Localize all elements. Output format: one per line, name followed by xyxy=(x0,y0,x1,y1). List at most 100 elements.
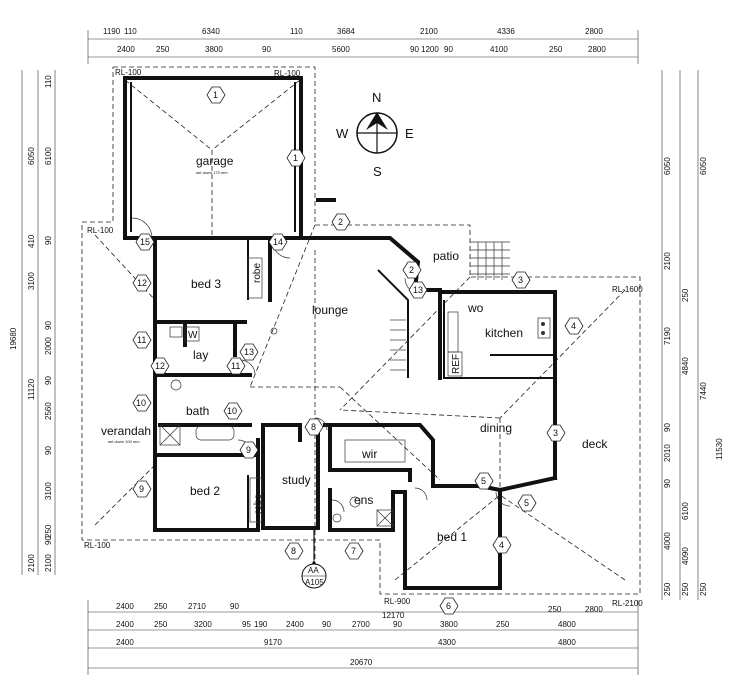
tag-11-lay: 11 xyxy=(226,357,246,375)
verandah-note: set down 100 mm xyxy=(108,439,140,444)
svg-text:9: 9 xyxy=(139,484,144,494)
dim-top-110b: 110 xyxy=(290,27,303,36)
svg-text:7: 7 xyxy=(351,546,356,556)
dining-label: dining xyxy=(480,421,512,435)
rl-bed1-left: RL-900 xyxy=(384,597,411,606)
fixtures xyxy=(159,198,551,527)
svg-text:6: 6 xyxy=(446,601,451,611)
dim-top2-250: 250 xyxy=(156,45,170,54)
dim-right2-11530: 11530 xyxy=(715,438,724,460)
dim-top-2800: 2800 xyxy=(585,27,603,36)
garage-note: set down 170 mm xyxy=(196,170,228,175)
svg-text:12: 12 xyxy=(155,361,165,371)
tag-9-left: 9 xyxy=(132,480,152,498)
dim-top-3684: 3684 xyxy=(337,27,355,36)
room-labels: garage set down 170 mm bed 3 robe lounge… xyxy=(101,154,608,544)
dim-right-4000: 4000 xyxy=(663,532,672,550)
svg-text:3: 3 xyxy=(553,428,558,438)
dim-bot2-190: 190 xyxy=(254,620,268,629)
tag-12-lay: 12 xyxy=(150,357,170,375)
compass-e: E xyxy=(405,126,414,141)
svg-text:10: 10 xyxy=(227,406,237,416)
dim-right-90b: 90 xyxy=(663,479,672,488)
meter-box xyxy=(316,198,336,202)
dim-left-6100: 6100 xyxy=(44,147,53,165)
kitchen-bench xyxy=(447,311,459,353)
internal-stairs xyxy=(390,319,406,371)
basin-ens xyxy=(349,496,361,508)
compass-w: W xyxy=(336,126,349,141)
dim-left-2100: 2100 xyxy=(27,554,36,572)
svg-text:12: 12 xyxy=(137,278,147,288)
north-compass: N S E W xyxy=(336,90,414,179)
bath-label: bath xyxy=(186,404,209,418)
bed3-label: bed 3 xyxy=(191,277,221,291)
svg-text:13: 13 xyxy=(244,347,254,357)
verandah-label: verandah xyxy=(101,424,151,438)
dim-top-4336: 4336 xyxy=(497,27,515,36)
svg-text:9: 9 xyxy=(246,445,251,455)
bed1-label: bed 1 xyxy=(437,530,467,544)
svg-text:4: 4 xyxy=(499,540,504,550)
wo-label: wo xyxy=(467,301,484,315)
dim-right-250b: 250 xyxy=(663,582,672,596)
refrigerator xyxy=(447,351,463,377)
dim-left-410: 410 xyxy=(27,234,36,248)
patio-stairs xyxy=(470,241,510,280)
deck-label: deck xyxy=(582,437,608,451)
svg-text:14: 14 xyxy=(273,237,283,247)
dim-bot1-12170: 12170 xyxy=(382,611,405,620)
wir-label: wir xyxy=(361,447,377,461)
roof-outline xyxy=(81,66,641,595)
robe-bed2-box xyxy=(249,477,263,523)
robe-bed2-label: robe xyxy=(253,494,264,514)
rl-verandah-bottom: RL-100 xyxy=(84,541,111,550)
svg-text:8: 8 xyxy=(291,546,296,556)
dim-top2-90: 90 xyxy=(262,45,271,54)
tag-1-top: 1 xyxy=(206,86,226,104)
dim-top2-90b: 90 xyxy=(410,45,419,54)
dim-left-6050: 6050 xyxy=(27,147,36,165)
dim-bot2-2400: 2400 xyxy=(116,620,134,629)
tag-9-bed2: 9 xyxy=(239,441,259,459)
dim-left-2000: 2000 xyxy=(44,337,53,355)
tag-14: 14 xyxy=(268,233,288,251)
dim-right2-250: 250 xyxy=(699,582,708,596)
tag-7: 7 xyxy=(344,542,364,560)
dim-bot1-2800: 2800 xyxy=(585,605,603,614)
tag-5-left: 5 xyxy=(474,472,494,490)
rl-deck-top: RL-1600 xyxy=(612,285,643,294)
dim-top2-90c: 90 xyxy=(444,45,453,54)
tag-13-lounge: 13 xyxy=(408,281,428,299)
dim-top2-4100: 4100 xyxy=(490,45,508,54)
dim-bot3-9170: 9170 xyxy=(264,638,282,647)
section-marker: AA A105 xyxy=(301,530,327,589)
dim-right-6100: 6100 xyxy=(681,502,690,520)
tag-3-deck: 3 xyxy=(546,424,566,442)
dim-bot3-2400: 2400 xyxy=(116,638,134,647)
dim-bot1-90: 90 xyxy=(230,602,239,611)
hob-dot-2 xyxy=(541,331,545,335)
svg-text:15: 15 xyxy=(140,237,150,247)
tag-8-study: 8 xyxy=(304,418,324,436)
dim-bot2-90: 90 xyxy=(322,620,331,629)
tag-4-bed1: 4 xyxy=(492,536,512,554)
bed2-label: bed 2 xyxy=(190,484,220,498)
dim-bot3-4300: 4300 xyxy=(438,638,456,647)
dim-right-250: 250 xyxy=(681,288,690,302)
dim-top2-2800: 2800 xyxy=(588,45,606,54)
dim-bot2-250: 250 xyxy=(154,620,168,629)
dim-left-250: 250 xyxy=(44,524,53,538)
svg-text:1: 1 xyxy=(293,153,298,163)
top-dimensions: 1190 110 6340 110 3684 2100 4336 2800 24… xyxy=(87,27,639,64)
shower-ens xyxy=(376,509,394,527)
compass-n: N xyxy=(372,90,381,105)
rl-garage-left: RL-100 xyxy=(115,68,142,77)
svg-text:2: 2 xyxy=(409,265,414,275)
compass-s: S xyxy=(373,164,382,179)
dim-right2-7440: 7440 xyxy=(699,382,708,400)
tag-1-right: 1 xyxy=(286,149,306,167)
dim-right2-4090: 4090 xyxy=(681,547,690,565)
svg-text:5: 5 xyxy=(524,498,529,508)
